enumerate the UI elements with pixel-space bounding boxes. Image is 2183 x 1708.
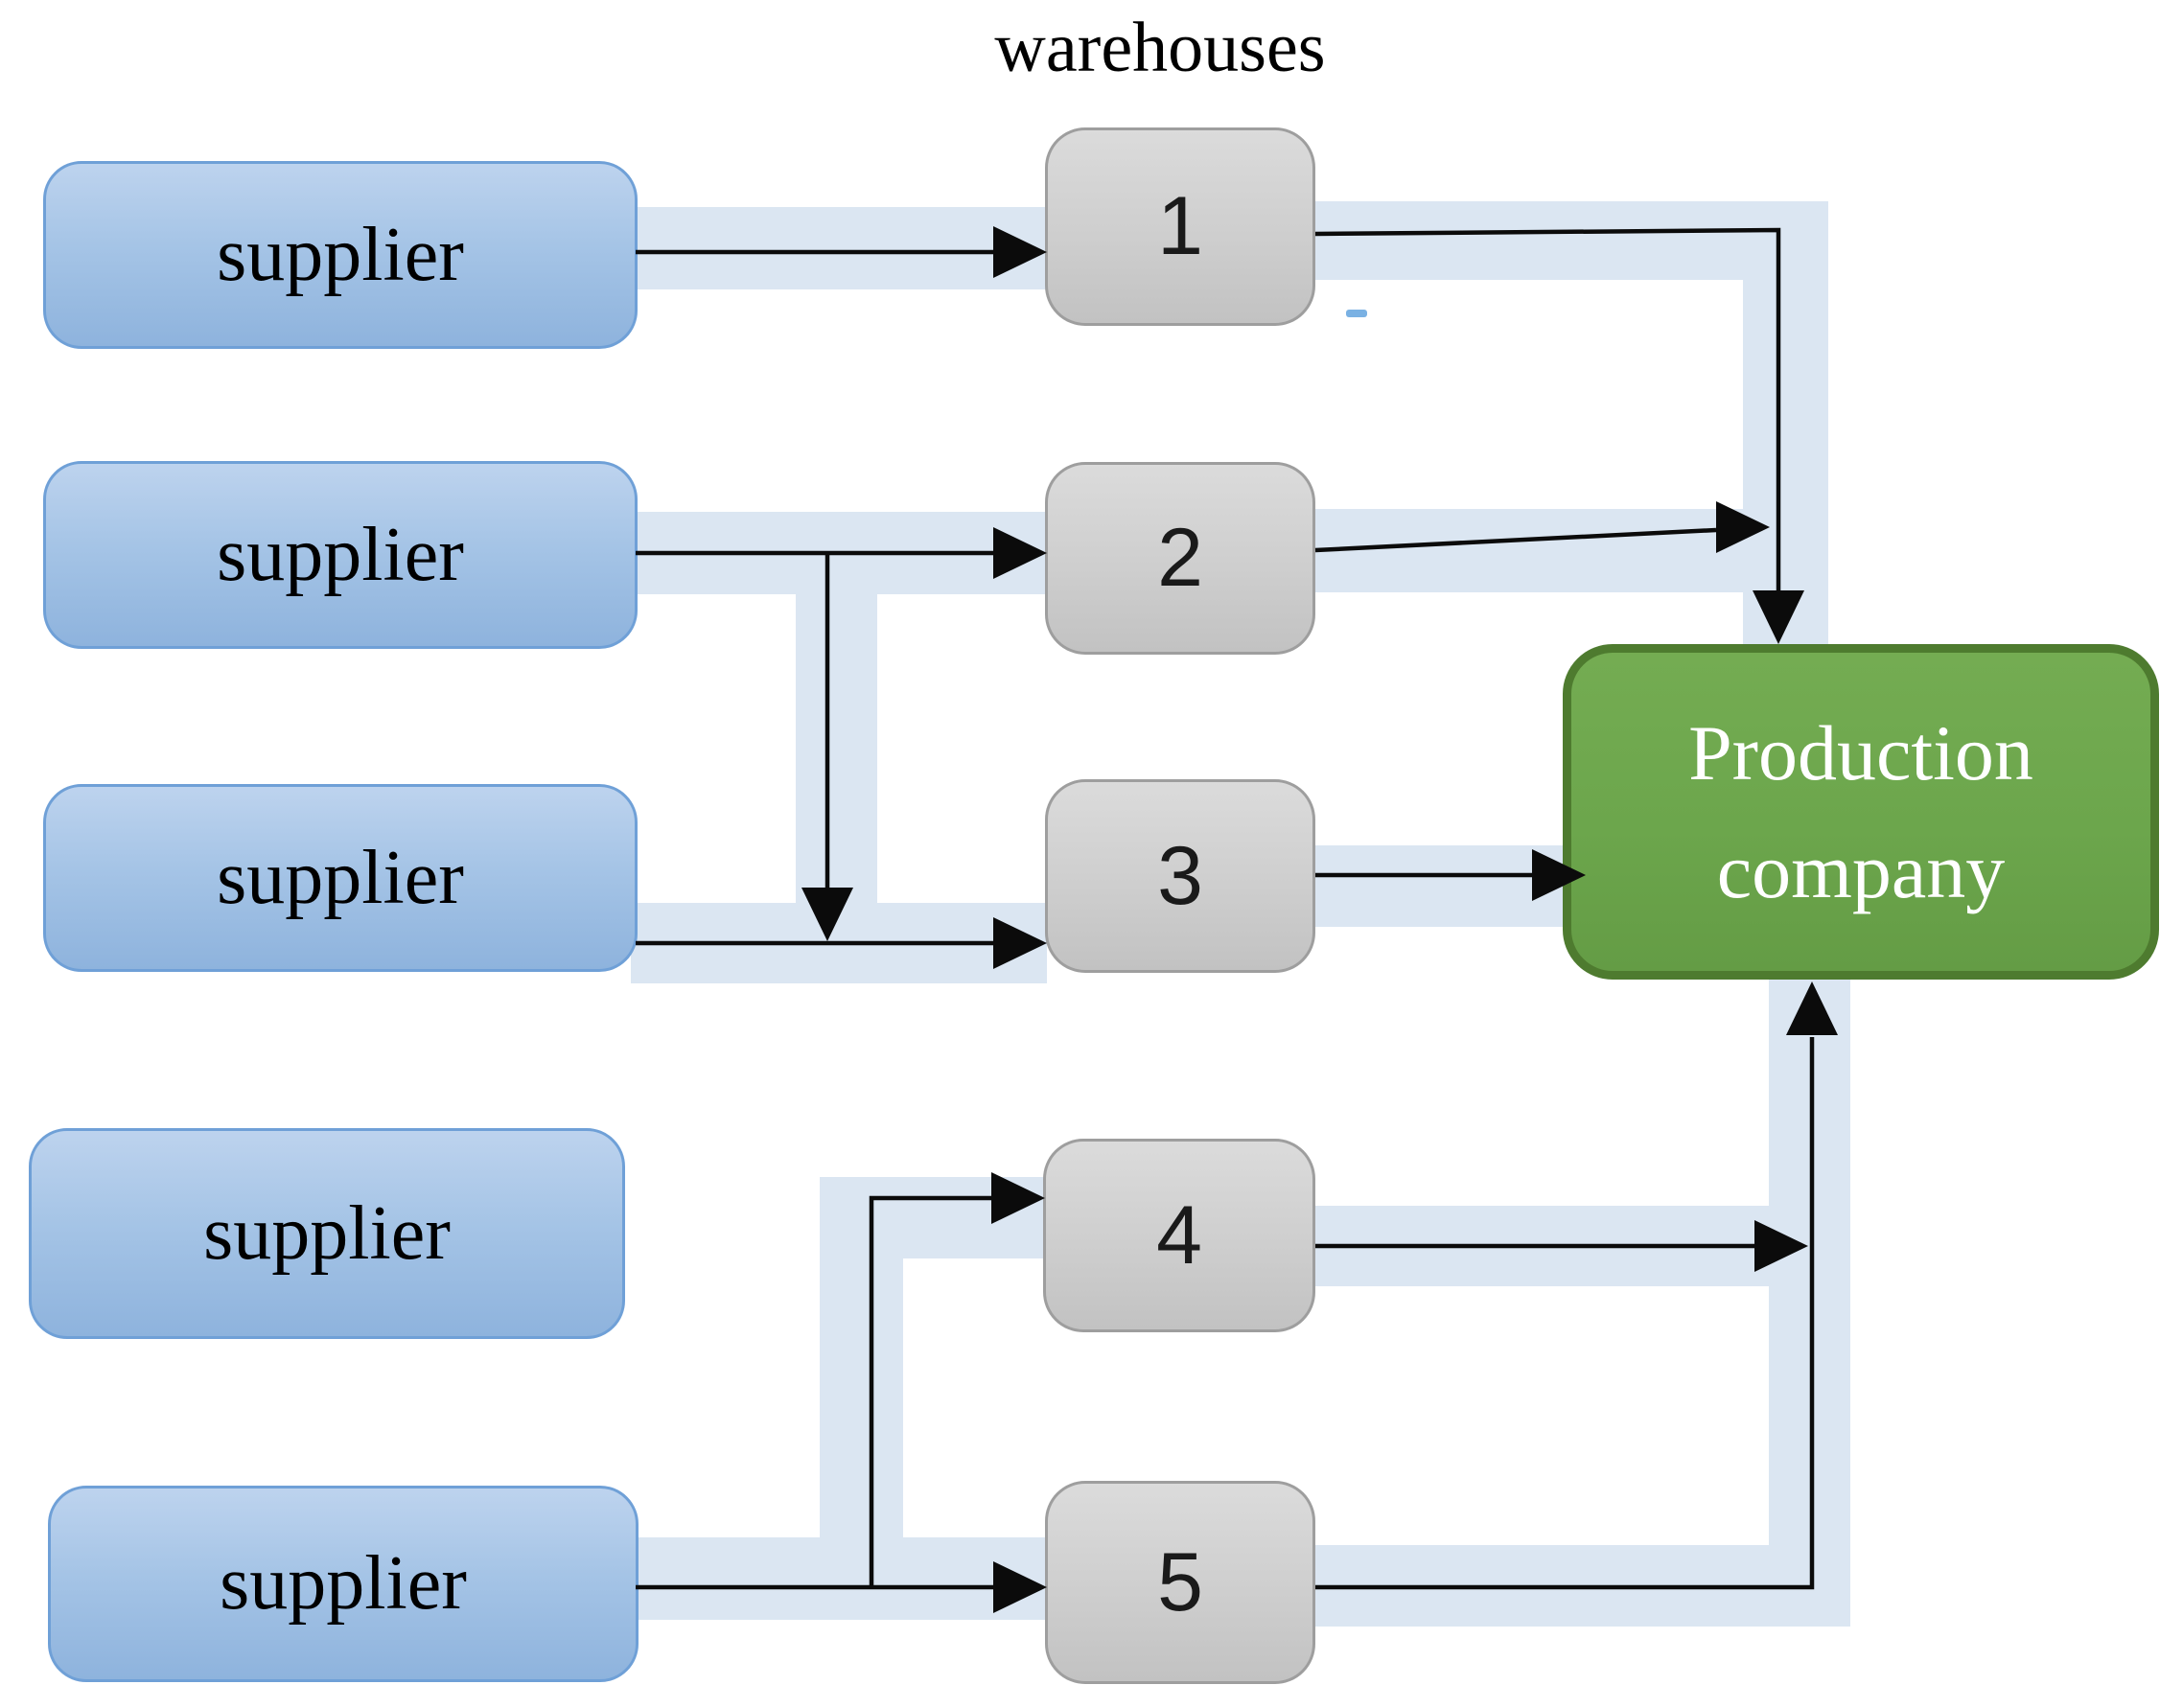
highlight-warehouse1-corner [1315, 201, 1828, 280]
highlight-supplier1-warehouse1 [631, 207, 1047, 289]
supplier-label: supplier [203, 1190, 451, 1276]
arrowhead-into-production-bottom [1786, 981, 1838, 1035]
supplier-box-3: supplier [43, 784, 638, 972]
warehouse-box-1: 1 [1045, 127, 1315, 326]
arrowhead-into-production-left [1532, 849, 1586, 901]
arrow-line-branch-warehouse4 [869, 1195, 993, 1585]
arrowhead-into-warehouse3 [993, 917, 1047, 969]
warehouse-box-4: 4 [1043, 1139, 1315, 1332]
production-company-line1: Production [1688, 709, 2033, 796]
warehouse-number: 5 [1157, 1535, 1203, 1628]
supplier-label: supplier [220, 1541, 467, 1626]
arrowhead-warehouse2-join [1716, 501, 1770, 553]
warehouse-box-2: 2 [1045, 462, 1315, 655]
warehouse-box-5: 5 [1045, 1481, 1315, 1684]
arrowhead-into-warehouse1 [993, 226, 1047, 278]
supplier-label: supplier [217, 512, 464, 597]
arrowhead-into-warehouse2 [993, 527, 1047, 579]
blue-dash-mark [1346, 310, 1367, 317]
highlight-warehouse2-join [1315, 509, 1743, 592]
production-company-box: Production company [1563, 644, 2159, 980]
warehouse-number: 1 [1157, 180, 1203, 272]
supplier-box-1: supplier [43, 161, 638, 349]
warehouses-title: warehouses [994, 9, 1326, 87]
arrowhead-warehouse4-join [1754, 1220, 1808, 1272]
warehouse-number: 4 [1156, 1189, 1202, 1281]
highlight-warehouse3-production [1315, 845, 1563, 927]
supplier-box-2: supplier [43, 461, 638, 649]
arrow-line-warehouse5-production [1315, 1037, 1815, 1590]
highlight-down-to-production-top [1743, 201, 1828, 644]
highlight-supplier5-warehouse5 [631, 1537, 1047, 1620]
production-company-line2: company [1716, 827, 2006, 914]
arrowhead-branch-down [801, 888, 853, 941]
arrowhead-into-production-top [1753, 590, 1804, 644]
warehouse-number: 2 [1157, 512, 1203, 604]
arrow-line-warehouse2-join [1314, 527, 1717, 553]
highlight-supplier2-branch-down [796, 585, 877, 907]
highlight-up-to-production-bottom [1769, 980, 1850, 1627]
supplier-box-5: supplier [48, 1486, 639, 1682]
arrowhead-into-warehouse5 [993, 1561, 1047, 1613]
warehouse-number: 3 [1157, 829, 1203, 922]
supplier-label: supplier [217, 212, 464, 297]
arrowhead-into-warehouse4 [991, 1172, 1045, 1224]
arrow-line-warehouse1-production [1314, 227, 1781, 592]
supplier-label: supplier [217, 835, 464, 920]
warehouse-box-3: 3 [1045, 779, 1315, 973]
supplier-box-4: supplier [29, 1128, 625, 1339]
